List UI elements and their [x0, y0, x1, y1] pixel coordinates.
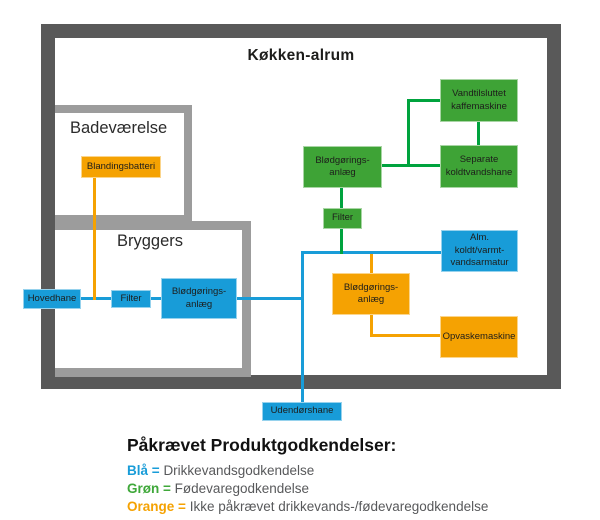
legend-desc-orange: Ikke påkrævet drikkevands-/fødevaregodke… — [189, 499, 489, 514]
pipe-green-filter-main — [340, 229, 343, 254]
legend-heading: Påkrævet Produktgodkendelser: — [127, 435, 397, 455]
pipe-green-to-kaffemaskine — [407, 99, 440, 102]
room-label-bryggers: Bryggers — [117, 232, 184, 250]
pipe-orange-to-opvaskemaskine — [370, 334, 440, 337]
pipe-blue-hovedhane-filter — [81, 297, 111, 300]
node-filter-green: Filter — [323, 208, 362, 229]
node-vandtilsluttet-kaffemaskine: Vandtilsluttet kaffemaskine — [440, 79, 518, 122]
node-udendorshane: Udendørshane — [262, 402, 342, 421]
pipe-blue-blodgoring-riser — [237, 297, 304, 300]
pipe-orange-from-blodgoring — [370, 315, 373, 337]
legend-separator-orange: = — [178, 499, 186, 514]
node-blodgoringsanlaeg-orange: Blødgørings- anlæg — [332, 273, 410, 315]
legend-item-blue: Blå = Drikkevandsgodkendelse — [127, 462, 488, 480]
pipe-blue-riser — [301, 251, 304, 402]
pipe-green-to-koldtvandshane — [382, 164, 440, 167]
node-blodgoringsanlaeg-green: Blødgørings- anlæg — [303, 146, 382, 188]
room-label-kokken-alrum: Køkken-alrum — [247, 47, 355, 64]
pipe-green-kaffemaskine-koldtvandshane — [477, 122, 480, 145]
pipe-green-riser — [407, 99, 410, 167]
legend-desc-green: Fødevaregodkendelse — [174, 481, 310, 496]
pipe-green-blodgoring-filter — [340, 188, 343, 208]
legend: Påkrævet Produktgodkendelser: Blå = Drik… — [127, 435, 488, 516]
legend-term-green: Grøn — [127, 481, 160, 496]
node-hovedhane: Hovedhane — [23, 289, 81, 309]
legend-item-green: Grøn = Fødevaregodkendelse — [127, 480, 488, 498]
legend-separator-green: = — [163, 481, 171, 496]
node-opvaskemaskine: Opvaskemaskine — [440, 316, 518, 358]
pipe-blue-to-armatur — [304, 251, 441, 254]
pipe-blue-filter-blodgoring — [151, 297, 161, 300]
node-alm-vandsarmatur: Alm. koldt/varmt- vandsarmatur — [441, 230, 518, 272]
legend-term-orange: Orange — [127, 499, 175, 514]
room-label-badevaerelse: Badeværelse — [70, 119, 168, 137]
node-blodgoringsanlaeg-blue: Blødgørings- anlæg — [161, 278, 237, 319]
legend-term-blue: Blå — [127, 463, 149, 478]
pipe-orange-blandingsbatteri — [93, 178, 96, 300]
legend-desc-blue: Drikkevandsgodkendelse — [163, 463, 315, 478]
node-separate-koldtvandshane: Separate koldtvandshane — [440, 145, 518, 188]
node-blandingsbatteri: Blandingsbatteri — [81, 156, 161, 178]
legend-item-orange: Orange = Ikke påkrævet drikkevands-/føde… — [127, 498, 488, 516]
pipe-orange-to-blodgoring — [370, 254, 373, 273]
legend-separator-blue: = — [151, 463, 160, 478]
node-filter-blue: Filter — [111, 290, 151, 308]
room-badevaerelse — [55, 105, 192, 223]
